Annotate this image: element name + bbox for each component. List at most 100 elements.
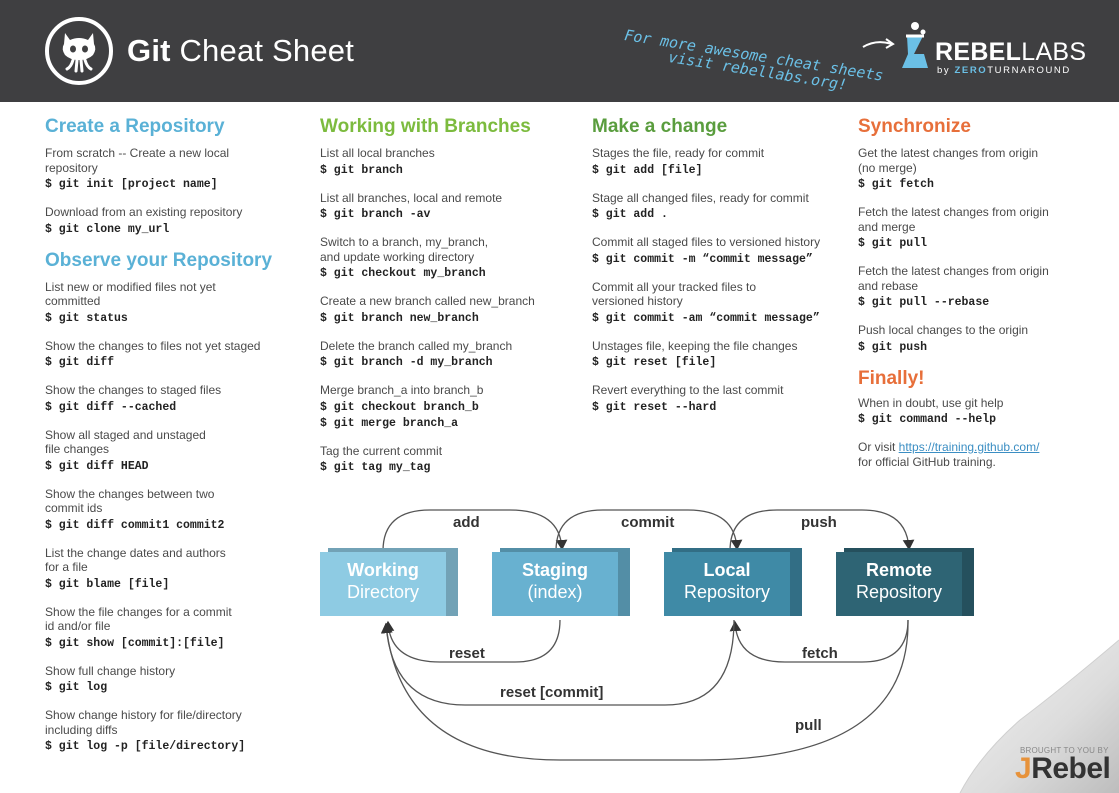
change-item: Unstages file, keeping the file changes$… (592, 339, 842, 370)
arrow-push (729, 509, 915, 552)
git-area-box: Staging(index) (492, 548, 630, 620)
column-2: Working with Branches List all local bra… (320, 116, 575, 488)
branches-item: Delete the branch called my_branch$ git … (320, 339, 575, 370)
arrow-reset (382, 619, 561, 663)
create-list: From scratch -- Create a new local repos… (45, 146, 295, 236)
change-item-command: $ git add . (592, 208, 668, 221)
branches-item: Switch to a branch, my_branch, and updat… (320, 235, 575, 280)
sync-item: Push local changes to the origin $ git pu… (858, 323, 1098, 354)
box-title: Local (703, 560, 751, 580)
box-subtitle: Repository (855, 582, 943, 602)
change-item-command: $ git commit -m “commit message” (592, 252, 813, 266)
label-pull: pull (795, 717, 822, 734)
box-title: Working (347, 560, 419, 580)
finally-cmd: $ git command --help (858, 413, 997, 426)
branches-item-command: $ git branch new_branch (320, 311, 479, 325)
change-item: Stage all changed files, ready for commi… (592, 191, 842, 222)
rebellabs-logo-sub: by ZEROTURNAROUND (937, 65, 1071, 76)
page-title: Git Cheat Sheet (127, 33, 355, 68)
label-reset-commit: reset [commit] (500, 684, 604, 701)
column-3: Make a change Stages the file, ready for… (592, 116, 842, 428)
change-item-desc: Stages the file, ready for commit (592, 146, 765, 160)
header-bar: Git Cheat Sheet For more awesome cheat s… (0, 0, 1119, 102)
branches-item: Tag the current commit$ git tag my_tag (320, 444, 575, 475)
arrow-commit (555, 509, 743, 552)
observe-item-command: $ git show [commit]:[file] (45, 636, 225, 650)
box-title: Remote (865, 560, 932, 580)
change-item-command: $ git reset --hard (592, 400, 717, 414)
sync-item-command: $ git pull --rebase (858, 296, 990, 309)
jrebel-logo: JRebel (1015, 752, 1111, 785)
branches-item-desc: List all local branches (320, 146, 435, 160)
sync-item: Get the latest changes from origin (no m… (858, 146, 1098, 191)
brought-to-you-text: BROUGHT TO YOU BY (1020, 746, 1109, 755)
rebellabs-logo-text: REBELLABS (935, 38, 1087, 66)
branches-item-desc: Switch to a branch, my_branch, and updat… (320, 235, 489, 264)
observe-item-desc: List new or modified files not yet commi… (45, 279, 216, 309)
sync-item: Fetch the latest changes from origin and… (858, 264, 1098, 309)
visit-text: Or visit https://training.github.com/ fo… (858, 440, 1040, 469)
observe-item-desc: List the change dates and authors for a … (45, 545, 226, 575)
branches-item-command: $ git branch (320, 163, 403, 177)
observe-item-command: $ git blame [file] (45, 577, 170, 591)
finally-item: When in doubt, use git help $ git comman… (858, 396, 1098, 427)
change-item-desc: Commit all your tracked files to version… (592, 279, 757, 309)
section-title-observe: Observe your Repository (45, 249, 273, 271)
box-subtitle: Repository (683, 582, 771, 602)
octocat-icon (62, 33, 96, 73)
create-item: Download from an existing repository $ gi… (45, 205, 295, 236)
sync-item-desc: Fetch the latest changes from origin and… (858, 205, 1049, 234)
change-item-command: $ git reset [file] (592, 356, 717, 369)
create-item-desc: From scratch -- Create a new local repos… (45, 146, 230, 175)
change-item: Stages the file, ready for commit$ git a… (592, 146, 842, 177)
branches-item: List all local branches $ git branch (320, 146, 575, 177)
change-item-command: $ git commit -am “commit message” (592, 311, 820, 325)
label-push: push (801, 514, 837, 531)
change-item: Commit all staged files to versioned his… (592, 235, 842, 266)
section-title-create: Create a Repository (45, 116, 225, 137)
finally-desc: When in doubt, use git help (858, 395, 1004, 410)
sync-list: Get the latest changes from origin (no m… (858, 146, 1098, 354)
arrow-add (382, 509, 568, 552)
box-subtitle: Directory (346, 582, 419, 602)
sync-item-desc: Fetch the latest changes from origin and… (858, 264, 1049, 293)
observe-item-desc: Show all staged and unstaged file change… (45, 427, 206, 457)
branches-item-command: $ git branch -av (320, 208, 431, 221)
column-1: Create a Repository From scratch -- Crea… (45, 116, 295, 767)
observe-item-desc: Show the changes to files not yet staged (45, 338, 261, 353)
observe-item-desc: Show the changes to staged files (45, 383, 222, 397)
branches-item-command: $ git branch -d my_branch (320, 356, 493, 369)
sync-item-desc: Push local changes to the origin (858, 323, 1029, 337)
observe-item: Show change history for file/directory i… (45, 708, 295, 753)
observe-item-command: $ git diff HEAD (45, 459, 149, 473)
observe-item-desc: Show change history for file/directory i… (45, 708, 242, 737)
change-item-desc: Stage all changed files, ready for commi… (592, 190, 809, 205)
label-fetch: fetch (802, 645, 838, 662)
branches-item-desc: Merge branch_a into branch_b (320, 383, 484, 397)
observe-item-desc: Show full change history (45, 663, 176, 678)
github-training-link[interactable]: https://training.github.com/ (898, 440, 1040, 454)
create-item-command: $ git init [project name] (45, 178, 218, 191)
arrow-reset-commit (380, 619, 735, 706)
sync-item-command: $ git push (858, 340, 928, 354)
section-title-finally: Finally! (858, 367, 925, 389)
observe-item: Show the changes between two commit ids$… (45, 487, 295, 532)
arrow-pull (381, 619, 909, 761)
github-octocat-logo (45, 17, 113, 85)
create-item-desc: Download from an existing repository (45, 205, 243, 219)
observe-item-command: $ git log (45, 681, 108, 694)
create-item-command: $ git clone my_url (45, 222, 170, 236)
branches-item-desc: List all branches, local and remote (320, 190, 503, 205)
observe-item-command: $ git status (45, 311, 128, 325)
observe-item-command: $ git diff --cached (45, 400, 177, 414)
branches-item: List all branches, local and remote $ git… (320, 191, 575, 222)
change-list: Stages the file, ready for commit $ git a… (592, 146, 842, 414)
change-item-desc: Revert everything to the last commit (592, 383, 784, 397)
box-title: Staging (522, 560, 588, 580)
sync-item-command: $ git fetch (858, 178, 934, 191)
